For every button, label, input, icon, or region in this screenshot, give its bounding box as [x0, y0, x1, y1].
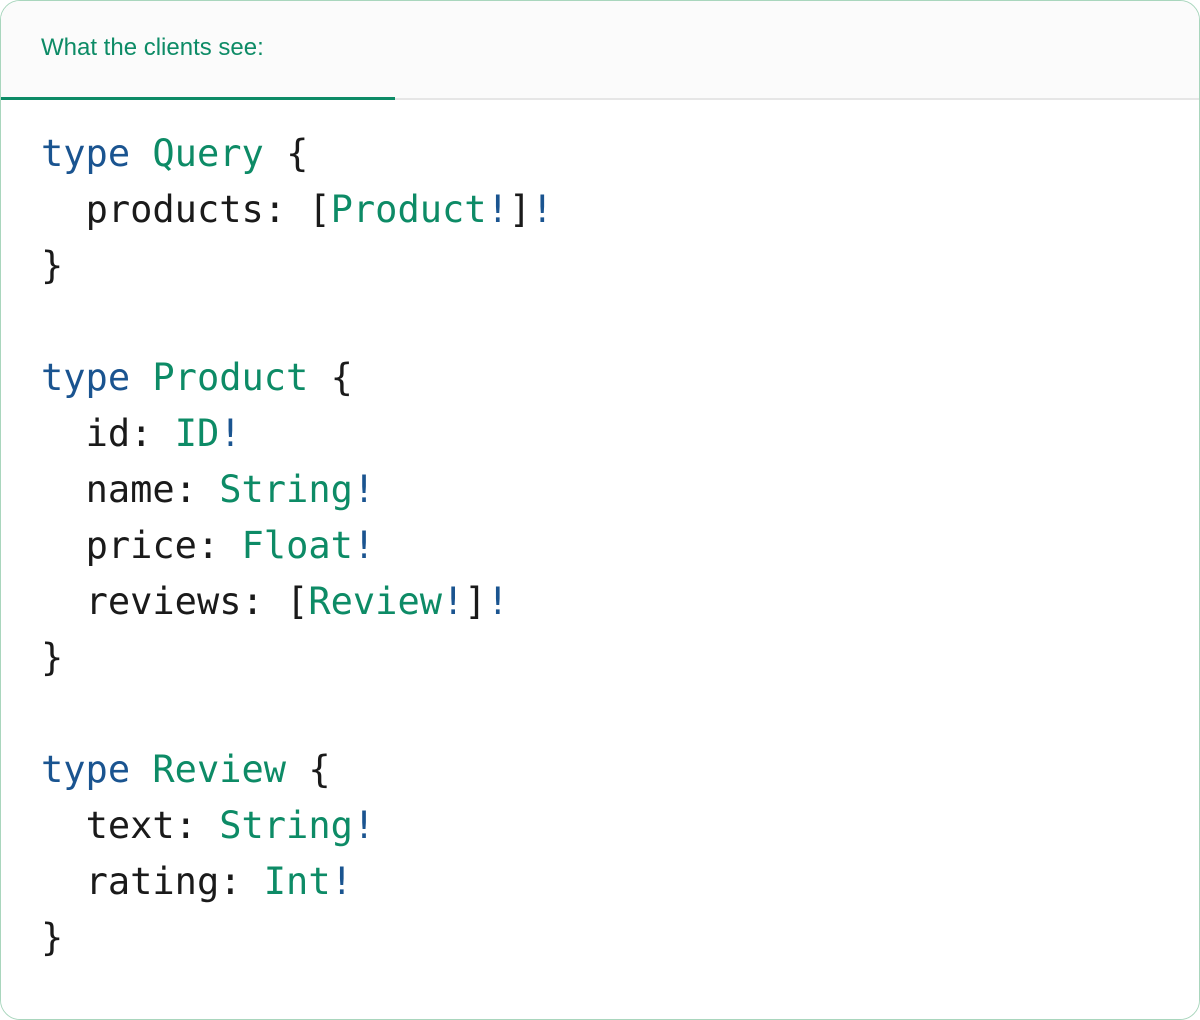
token-bang2: ! [531, 188, 554, 231]
token-type: String [219, 468, 353, 511]
token-bang1: ! [442, 580, 465, 623]
token-indent [41, 860, 86, 903]
token-bang1: ! [352, 524, 376, 567]
token-kw: type [41, 132, 131, 175]
token-type: String [219, 804, 353, 847]
token-sp2 [286, 748, 308, 791]
token-colon: : [241, 580, 287, 623]
tab-what-the-clients-see[interactable]: What the clients see: [1, 1, 395, 100]
token-indent [41, 804, 86, 847]
token-type: Query [152, 132, 264, 175]
code-line: products: [Product!]! [41, 182, 1199, 238]
code-line: type Query { [41, 126, 1199, 182]
code-line: name: String! [41, 462, 1199, 518]
token-sp1 [130, 132, 152, 175]
token-type: Review [308, 580, 442, 623]
code-line: price: Float! [41, 518, 1199, 574]
token-type: Product [152, 356, 309, 399]
token-sp2 [264, 132, 286, 175]
code-line: text: String! [41, 798, 1199, 854]
token-name: products [85, 188, 264, 231]
token-indent [41, 188, 86, 231]
token-pun: } [41, 636, 64, 679]
token-colon: : [196, 524, 242, 567]
token-indent [41, 580, 86, 623]
tab-label: What the clients see: [41, 34, 264, 61]
token-bang1: ! [219, 412, 242, 455]
token-colon: : [174, 468, 220, 511]
token-indent [41, 468, 86, 511]
tab-strip: What the clients see: [1, 1, 1199, 100]
token-sp1 [130, 748, 152, 791]
token-pun: } [41, 916, 64, 959]
code-panel: type Query { products: [Product!]! } typ… [1, 100, 1199, 1019]
token-type: Product [330, 188, 487, 231]
token-sp2 [308, 356, 330, 399]
token-name: price [85, 524, 197, 567]
token-type: Int [263, 860, 331, 903]
token-type: Review [152, 748, 287, 791]
code-line: type Review { [41, 742, 1199, 798]
token-bang1: ! [330, 860, 353, 903]
token-name: name [85, 468, 175, 511]
token-pun: { [286, 132, 309, 175]
token-close: ] [508, 188, 532, 231]
token-colon: : [130, 412, 175, 455]
token-name: rating [85, 860, 220, 903]
token-type: ID [174, 412, 220, 455]
token-indent [41, 412, 86, 455]
graphql-schema-code[interactable]: type Query { products: [Product!]! } typ… [41, 126, 1199, 966]
code-line: } [41, 910, 1199, 966]
token-name: text [85, 804, 175, 847]
code-line: } [41, 630, 1199, 686]
code-line-blank [41, 686, 1199, 742]
token-colon: : [174, 804, 220, 847]
token-name: reviews [85, 580, 242, 623]
code-line-blank [41, 294, 1199, 350]
token-name: id [85, 412, 131, 455]
code-line: } [41, 238, 1199, 294]
token-indent [41, 524, 86, 567]
code-line: id: ID! [41, 406, 1199, 462]
token-colon: : [219, 860, 264, 903]
token-bang1: ! [352, 804, 376, 847]
token-sp1 [130, 356, 152, 399]
token-pun: } [41, 244, 64, 287]
token-open: [ [286, 580, 309, 623]
token-bang2: ! [486, 580, 509, 623]
token-pun: { [330, 356, 353, 399]
token-colon: : [263, 188, 309, 231]
token-close: ] [464, 580, 487, 623]
code-line: rating: Int! [41, 854, 1199, 910]
token-kw: type [41, 356, 131, 399]
token-bang1: ! [486, 188, 509, 231]
token-type: Float [241, 524, 353, 567]
token-bang1: ! [352, 468, 376, 511]
token-open: [ [308, 188, 331, 231]
token-kw: type [41, 748, 131, 791]
code-line: reviews: [Review!]! [41, 574, 1199, 630]
code-line: type Product { [41, 350, 1199, 406]
token-pun: { [308, 748, 331, 791]
